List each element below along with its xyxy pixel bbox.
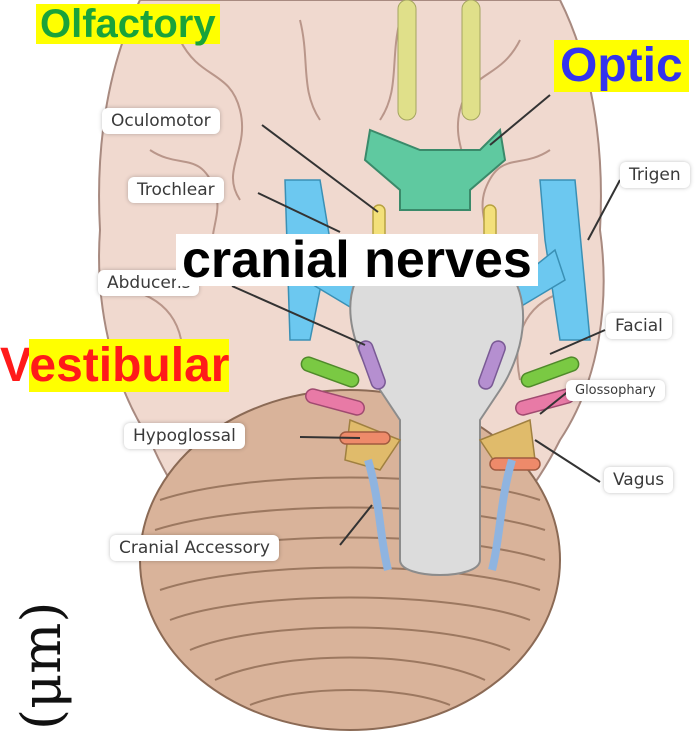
unit-label-text: (μm) <box>10 602 73 730</box>
overlay-optic: Optic <box>554 40 689 92</box>
label-trochlear: Trochlear <box>128 177 224 203</box>
label-glossopharyngeal: Glossophary <box>566 380 665 401</box>
diagram-title: cranial nerves <box>176 234 538 286</box>
label-oculomotor: Oculomotor <box>102 108 220 134</box>
overlay-vestibular-rest: estibular <box>29 339 229 392</box>
unit-label: (μm) <box>10 600 70 730</box>
label-cranial-accessory: Cranial Accessory <box>110 535 279 561</box>
overlay-vestibular: Vestibular <box>0 342 229 390</box>
label-trigeminal: Trigen <box>620 162 690 188</box>
overlay-vestibular-first-letter: V <box>0 339 29 392</box>
overlay-olfactory: Olfactory <box>36 4 220 44</box>
label-hypoglossal: Hypoglossal <box>124 423 245 449</box>
label-facial: Facial <box>606 313 672 339</box>
label-vagus: Vagus <box>604 467 673 493</box>
